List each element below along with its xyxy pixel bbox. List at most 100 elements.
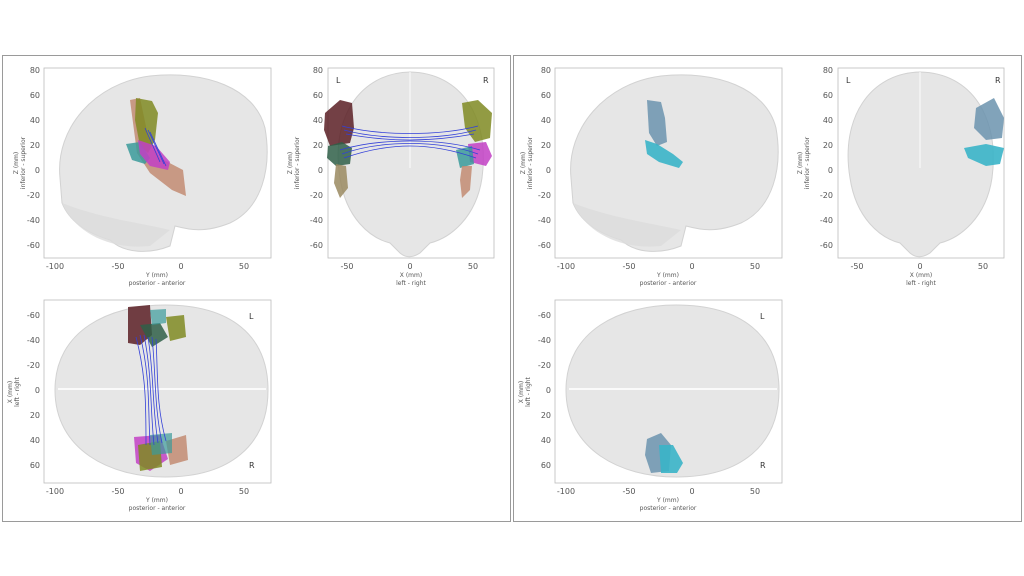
x-tick-label: 50 (750, 262, 760, 271)
y-axis-sublabel: left - right (14, 376, 21, 406)
y-tick-label: -40 (820, 216, 833, 225)
cerebellum-shape (573, 203, 681, 247)
y-tick-label: 40 (313, 116, 323, 125)
tract-lines-sagittal (144, 127, 167, 167)
y-tick-label: -20 (538, 191, 551, 200)
region-cyan-r (659, 445, 683, 473)
x-axis-label: Y (mm) (656, 497, 679, 504)
y-tick-label: -20 (27, 361, 40, 370)
y-axis-label: Z (mm) (797, 152, 804, 174)
y-tick-label: -60 (538, 241, 551, 250)
x-tick-label: 50 (468, 262, 478, 271)
left-hemisphere-marker: L (336, 76, 341, 85)
y-tick-label: -20 (538, 361, 551, 370)
region-teal (150, 309, 166, 325)
y-tick-label: 40 (541, 436, 551, 445)
y-tick-label: 60 (30, 91, 40, 100)
brain-axial-silhouette (54, 304, 269, 478)
left-hemisphere-marker: L (760, 312, 765, 321)
y-tick-label: 80 (823, 66, 833, 75)
y-tick-label: 0 (35, 166, 40, 175)
x-tick-label: 50 (239, 487, 249, 496)
y-tick-label: 80 (313, 66, 323, 75)
right-hemisphere-marker: R (760, 461, 766, 470)
y-tick-label: 20 (541, 411, 551, 420)
brain-coronal-silhouette (337, 71, 484, 258)
x-tick-label: 0 (689, 262, 694, 271)
x-axis-sublabel: posterior - anterior (640, 505, 697, 512)
region-olive (166, 315, 186, 341)
y-tick-label: 0 (35, 386, 40, 395)
x-tick-label: -50 (850, 262, 863, 271)
region-salmon-r (460, 166, 472, 198)
x-axis-sublabel: posterior - anterior (129, 505, 186, 512)
y-tick-label: 20 (30, 411, 40, 420)
y-tick-label: 60 (30, 461, 40, 470)
y-tick-label: -60 (27, 311, 40, 320)
y-axis-sublabel: inferior - superior (804, 136, 811, 189)
x-axis-label: X (mm) (400, 272, 422, 279)
y-tick-label: 20 (823, 141, 833, 150)
x-tick-label: -100 (46, 262, 64, 271)
x-tick-label: 0 (178, 487, 183, 496)
x-axis-label: Y (mm) (145, 497, 168, 504)
tract-lines-coronal (339, 125, 481, 159)
x-tick-label: -50 (622, 262, 635, 271)
x-tick-label: -50 (340, 262, 353, 271)
x-tick-label: -100 (557, 262, 575, 271)
y-axis-label: Z (mm) (287, 152, 294, 174)
x-tick-label: -100 (557, 487, 575, 496)
y-tick-label: -60 (310, 241, 323, 250)
x-tick-label: 0 (407, 262, 412, 271)
y-tick-label: -60 (820, 241, 833, 250)
y-tick-label: 0 (828, 166, 833, 175)
y-tick-label: 20 (541, 141, 551, 150)
brain-coronal-silhouette (847, 71, 994, 258)
y-axis-label: X (mm) (7, 381, 14, 403)
y-tick-label: -40 (27, 216, 40, 225)
x-tick-label: 50 (750, 487, 760, 496)
y-tick-label: -40 (538, 336, 551, 345)
x-tick-label: 50 (978, 262, 988, 271)
right-hemisphere-marker: R (249, 461, 255, 470)
y-tick-label: 0 (546, 386, 551, 395)
region-steelblue (647, 100, 667, 146)
y-tick-label: -60 (538, 311, 551, 320)
y-tick-label: 80 (541, 66, 551, 75)
region-cyan (645, 140, 683, 168)
x-axis-sublabel: posterior - anterior (129, 280, 186, 287)
y-axis-sublabel: inferior - superior (20, 136, 27, 189)
y-tick-label: 80 (30, 66, 40, 75)
y-tick-label: 40 (30, 436, 40, 445)
right-hemisphere-marker: R (995, 76, 1001, 85)
right-hemisphere-marker: R (483, 76, 489, 85)
y-axis-label: Z (mm) (13, 152, 20, 174)
y-tick-label: 60 (823, 91, 833, 100)
region-salmon-l (334, 164, 348, 198)
x-tick-label: 0 (917, 262, 922, 271)
y-tick-label: -40 (27, 336, 40, 345)
x-tick-label: 0 (178, 262, 183, 271)
y-tick-label: 60 (541, 91, 551, 100)
x-axis-label: Y (mm) (145, 272, 168, 279)
y-axis-label: Z (mm) (520, 152, 527, 174)
x-axis-label: Y (mm) (656, 272, 679, 279)
x-tick-label: -50 (622, 487, 635, 496)
region-darkgreen (140, 323, 168, 347)
x-tick-label: -100 (46, 487, 64, 496)
region-teal-r (150, 433, 172, 455)
tract-lines-axial (135, 334, 167, 446)
y-tick-label: 40 (541, 116, 551, 125)
x-axis-sublabel: left - right (906, 280, 936, 287)
x-tick-label: 50 (239, 262, 249, 271)
x-axis-sublabel: left - right (396, 280, 426, 287)
x-tick-label: -50 (111, 262, 124, 271)
x-tick-label: 0 (689, 487, 694, 496)
region-cyan-r (964, 144, 1004, 166)
y-axis-sublabel: inferior - superior (294, 136, 301, 189)
